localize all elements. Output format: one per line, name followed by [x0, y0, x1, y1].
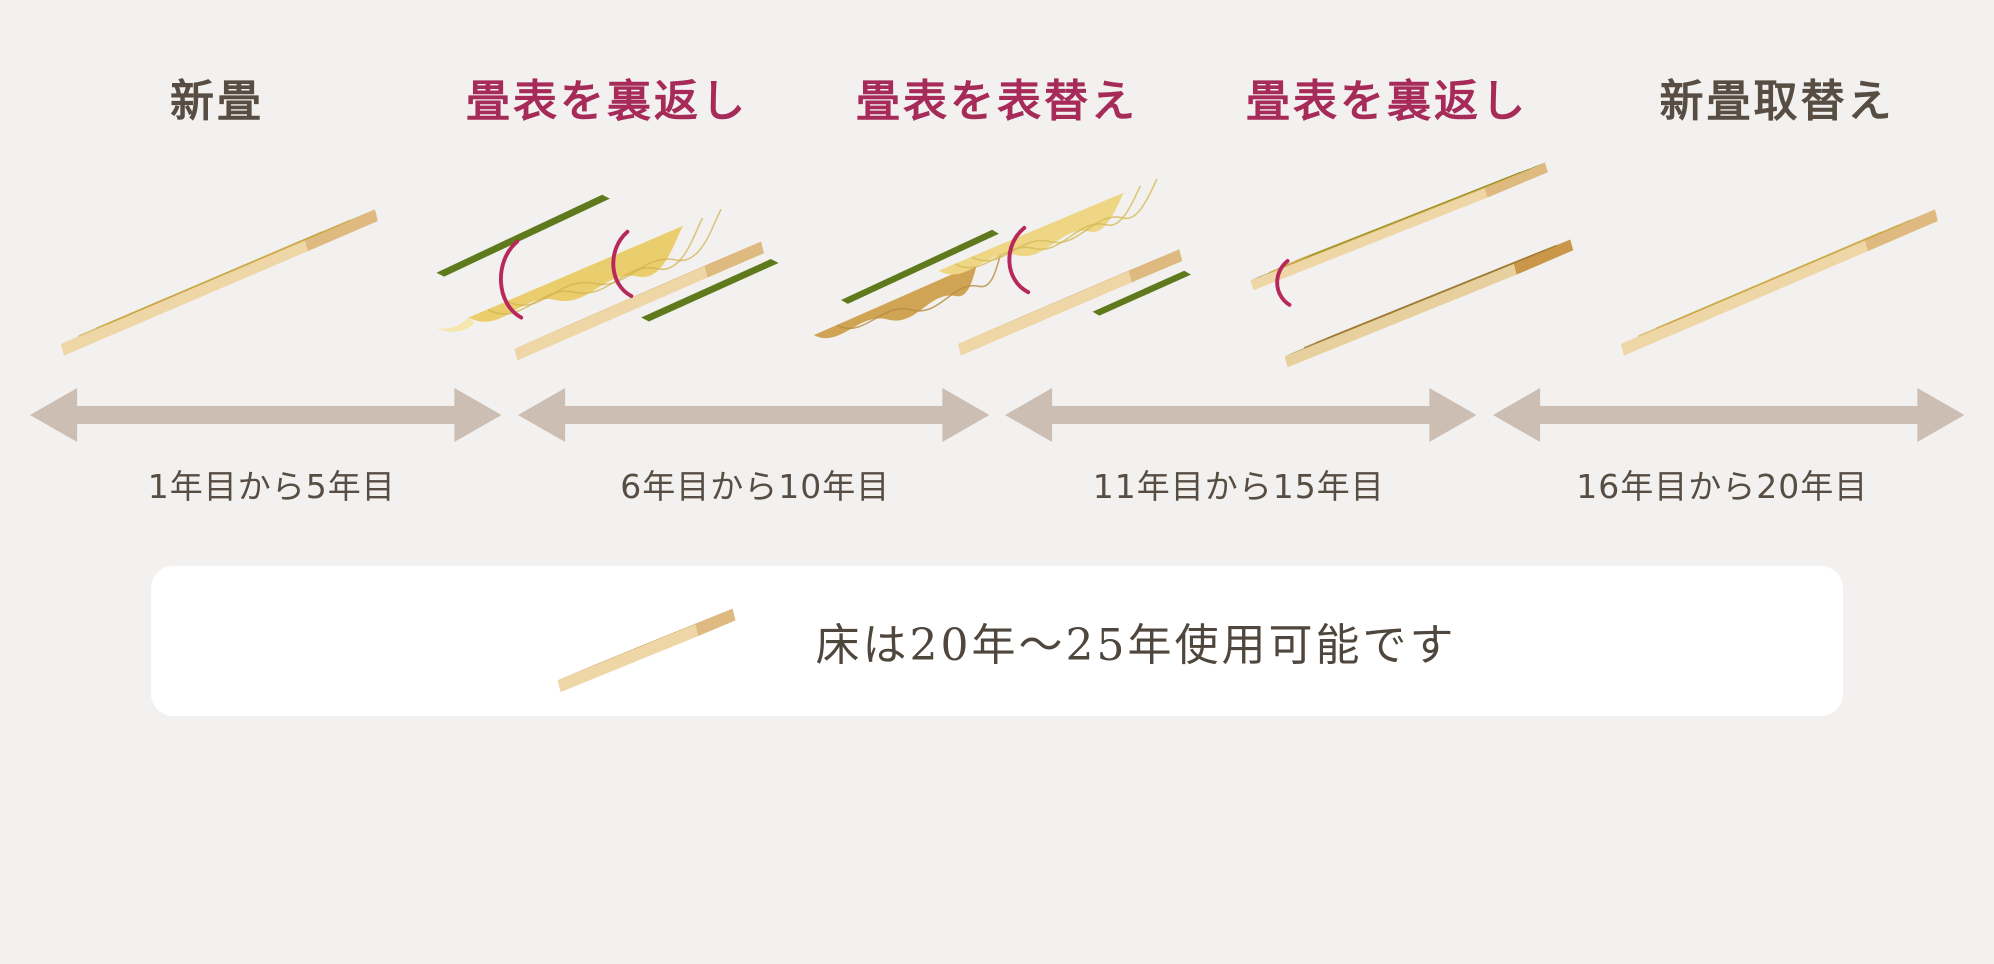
timeline-arrows-row	[0, 388, 1994, 443]
stage-label: 畳表を裏返し	[466, 76, 748, 127]
double-arrow-icon	[30, 388, 502, 443]
period-label: 6年目から10年目	[620, 467, 891, 507]
period-label: 11年目から15年目	[1092, 467, 1385, 507]
replace-omote-illustration	[813, 171, 1192, 356]
stage-flip-omote-1: 畳表を裏返し	[412, 76, 802, 380]
double-arrow-icon	[517, 388, 989, 443]
timeline-arrow	[30, 388, 502, 443]
timeline-arrow	[1492, 388, 1964, 443]
flip-arrow-icon	[498, 239, 524, 320]
flip-arrow-icon	[1007, 226, 1031, 295]
stage-replace-omote: 畳表を表替え	[802, 76, 1192, 380]
flip-omote-2-illustration	[1250, 162, 1574, 368]
timeline-arrow	[1005, 388, 1477, 443]
new-tatami-illustration	[61, 209, 378, 356]
stage-label: 新畳	[170, 76, 264, 127]
stages-row: 新畳 畳表を裏返し	[0, 0, 1994, 380]
period-label: 1年目から5年目	[147, 467, 396, 507]
stage-label: 新畳取替え	[1659, 76, 1895, 127]
double-arrow-icon	[1492, 388, 1964, 443]
stage-new-tatami: 新畳	[22, 76, 412, 380]
base-note-card: 床は20年〜25年使用可能です	[151, 566, 1843, 717]
flip-omote-illustration	[433, 195, 779, 361]
double-arrow-icon	[1005, 388, 1477, 443]
flip-arrow-icon	[1275, 259, 1292, 308]
stage-label: 畳表を裏返し	[1246, 76, 1528, 127]
stage-flip-omote-2: 畳表を裏返し	[1192, 76, 1582, 380]
flip-arrow-icon	[611, 230, 634, 299]
period-label: 16年目から20年目	[1576, 467, 1869, 507]
timeline-arrow	[517, 388, 989, 443]
stage-replace-tatami: 新畳取替え	[1582, 76, 1972, 380]
tatami-base-icon	[557, 608, 736, 693]
stage-label: 畳表を表替え	[856, 76, 1138, 127]
new-tatami-replacement-illustration	[1621, 209, 1938, 356]
note-text: 床は20年〜25年使用可能です	[815, 620, 1457, 672]
periods-row: 1年目から5年目 6年目から10年目 11年目から15年目 16年目から20年目	[0, 460, 1994, 508]
